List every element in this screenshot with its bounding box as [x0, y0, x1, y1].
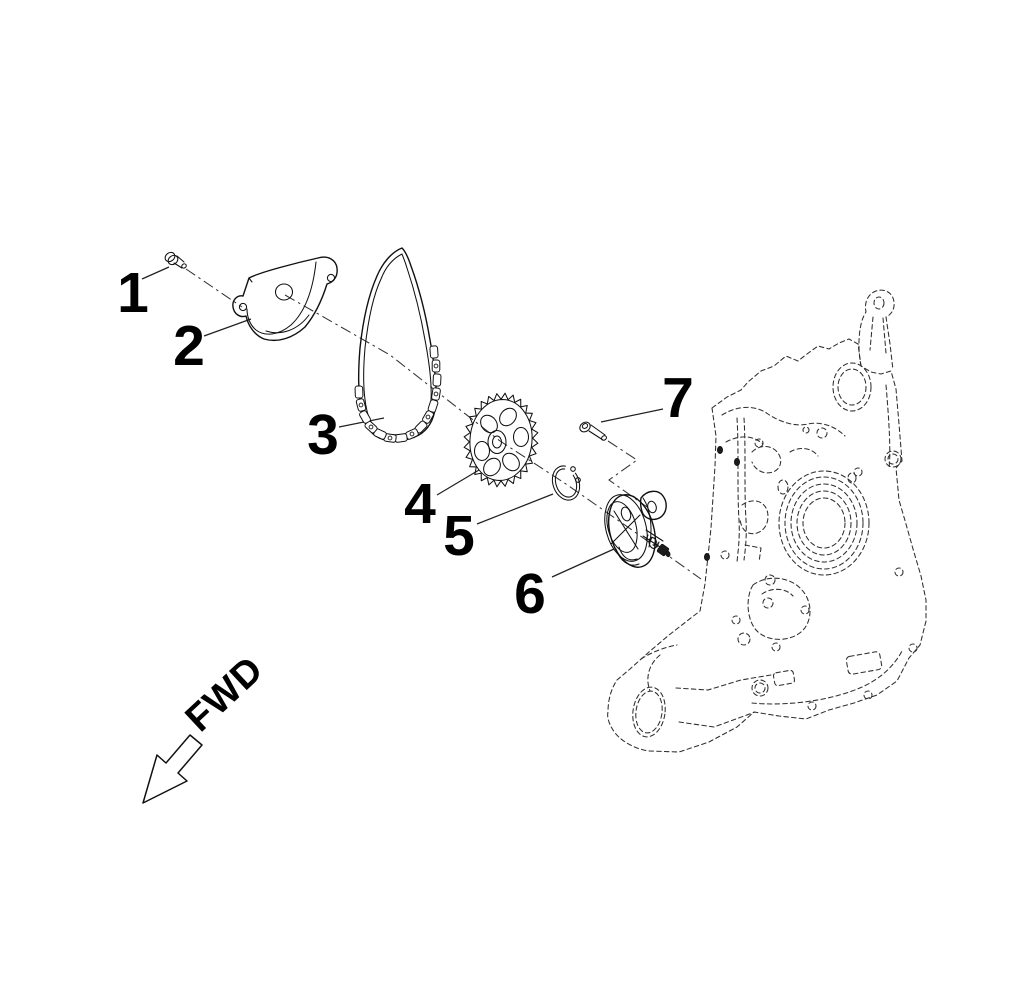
leader-1 — [141, 266, 170, 280]
cover-center-hole — [274, 283, 294, 301]
leader-2 — [203, 318, 252, 337]
sprocket-rim — [469, 399, 533, 481]
crankcase-main-bore — [778, 470, 870, 576]
leader-4 — [436, 469, 480, 496]
part-bolt-pump — [579, 421, 607, 441]
part-oil-pump — [604, 490, 671, 568]
cover-ear-hole-left — [238, 302, 248, 312]
crankcase-bracket — [858, 289, 895, 371]
callout-number-2: 2 — [173, 314, 205, 378]
fwd-direction-indicator: FWD — [142, 648, 272, 804]
cover-bottom-rim — [265, 314, 310, 334]
callout-number-7: 7 — [662, 366, 694, 430]
fwd-arrow-icon — [142, 734, 203, 804]
assembly-axis-lines — [185, 268, 702, 580]
axis-main — [284, 294, 702, 580]
callout-number-4: 4 — [404, 472, 436, 536]
cover-inner-rim — [246, 261, 317, 335]
pump-face-ring — [606, 501, 638, 553]
cover-ear-hole-right — [326, 273, 336, 283]
circlip-outer — [551, 465, 581, 501]
crankcase-reference — [607, 289, 927, 753]
chain-inner-band — [363, 253, 432, 436]
chain-outer-band — [357, 247, 437, 442]
sprocket-teeth — [463, 392, 539, 488]
callout-number-6: 6 — [514, 562, 546, 626]
callout-leader-lines — [141, 266, 664, 578]
leader-3 — [338, 417, 385, 428]
crankcase-extension-hole — [632, 686, 666, 738]
callout-number-3: 3 — [307, 403, 339, 467]
crankcase-bracket-hole — [873, 296, 885, 310]
sprocket-hub-bore — [491, 435, 503, 449]
sprocket-lightening-holes — [473, 407, 530, 477]
circlip-lug-a — [570, 466, 576, 472]
axis-bolt7-offset — [607, 440, 648, 508]
sprocket-hub — [487, 429, 507, 455]
part-sprocket — [463, 392, 539, 488]
chain-links — [354, 345, 442, 443]
callout-numbers: 1 2 3 4 5 6 7 — [117, 261, 694, 626]
leader-7 — [600, 408, 664, 423]
cover-outline — [232, 256, 338, 342]
fwd-label: FWD — [178, 648, 272, 740]
callout-number-1: 1 — [117, 261, 149, 325]
leader-5 — [476, 493, 554, 525]
circlip-lug-b — [575, 477, 581, 483]
part-bolt-small — [164, 251, 187, 269]
pump-shaft — [642, 529, 664, 548]
part-chain-cover — [232, 256, 338, 342]
leader-6 — [551, 548, 615, 578]
part-drive-chain — [354, 247, 442, 443]
circlip-inner — [554, 468, 578, 498]
callout-number-5: 5 — [443, 504, 475, 568]
crankcase-bolt-holes — [704, 426, 918, 711]
part-circlip — [551, 465, 581, 501]
pump-flange-inner — [604, 494, 648, 562]
pump-mount-lug — [639, 490, 667, 521]
